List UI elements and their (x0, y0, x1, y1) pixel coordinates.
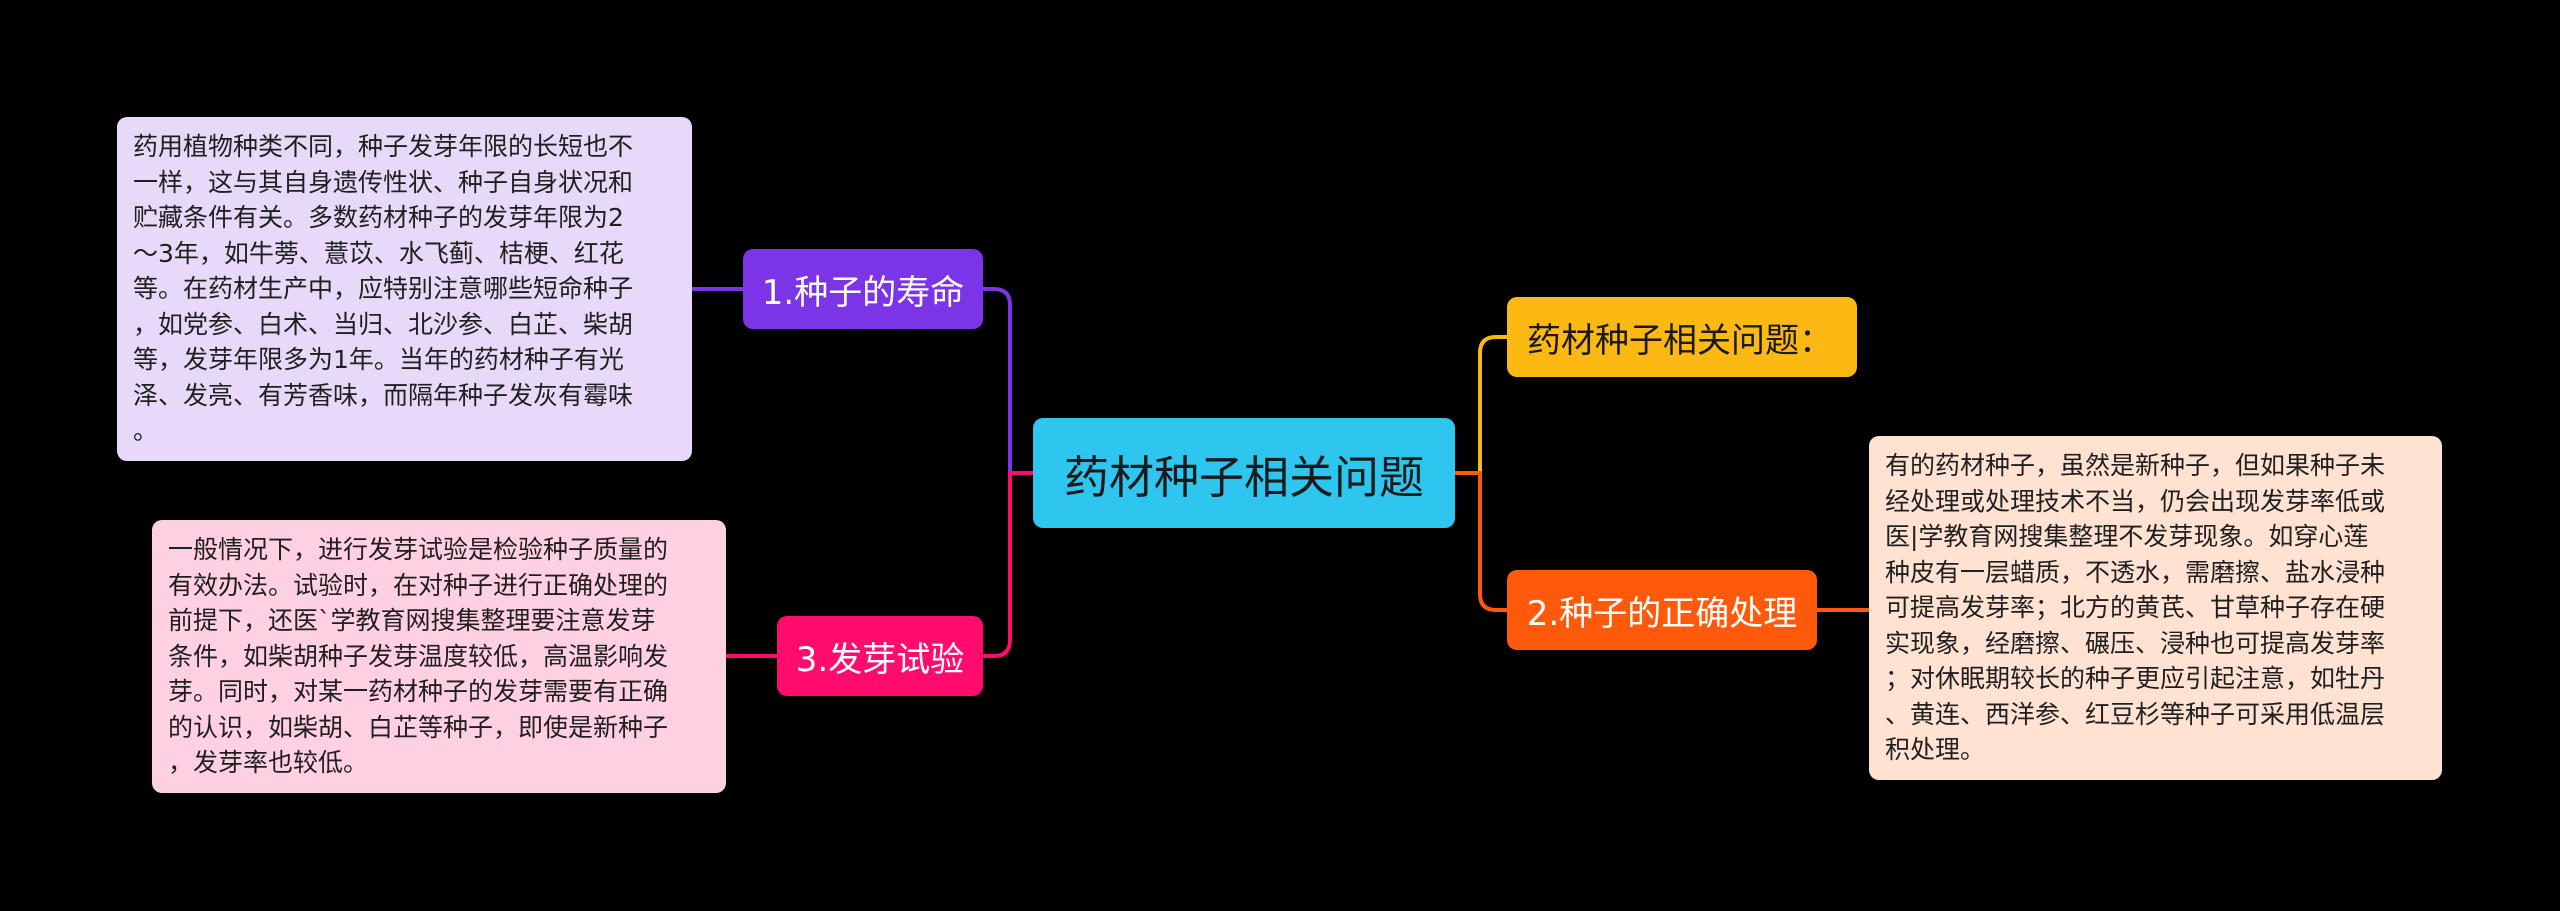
leaf-text-germination-test: 一般情况下，进行发芽试验是检验种子质量的 有效办法。试验时，在对种子进行正确处理… (168, 535, 669, 777)
branch-node-germination-test[interactable]: 3.发芽试验 (777, 616, 983, 696)
branch-label-seed-treatment: 2.种子的正确处理 (1526, 593, 1798, 634)
leaf-node-seed-treatment[interactable]: 有的药材种子，虽然是新种子，但如果种子未 经处理或处理技术不当，仍会出现发芽率低… (1869, 436, 2442, 780)
branch-node-seed-treatment[interactable]: 2.种子的正确处理 (1507, 570, 1817, 650)
connector-root-to-branch-1 (983, 287, 1033, 475)
connector-root-to-branch-3 (983, 471, 1033, 658)
leaf-text-seed-lifespan: 药用植物种类不同，种子发芽年限的长短也不 一样，这与其自身遗传性状、种子自身状况… (133, 132, 634, 445)
branch-node-intro[interactable]: 药材种子相关问题： (1507, 297, 1857, 377)
leaf-node-germination-test[interactable]: 一般情况下，进行发芽试验是检验种子质量的 有效办法。试验时，在对种子进行正确处理… (152, 520, 726, 793)
branch-label-intro: 药材种子相关问题： (1527, 320, 1833, 361)
root-node[interactable]: 药材种子相关问题 (1033, 418, 1455, 528)
connector-root-to-branch-0 (1455, 335, 1507, 475)
leaf-text-seed-treatment: 有的药材种子，虽然是新种子，但如果种子未 经处理或处理技术不当，仍会出现发芽率低… (1885, 451, 2386, 764)
root-label: 药材种子相关问题 (1063, 450, 1424, 504)
branch-node-seed-lifespan[interactable]: 1.种子的寿命 (743, 249, 983, 329)
connector-root-to-branch-2 (1455, 471, 1507, 612)
leaf-node-seed-lifespan[interactable]: 药用植物种类不同，种子发芽年限的长短也不 一样，这与其自身遗传性状、种子自身状况… (117, 117, 692, 461)
branch-label-seed-lifespan: 1.种子的寿命 (761, 272, 965, 313)
branch-label-germination-test: 3.发芽试验 (795, 639, 965, 680)
